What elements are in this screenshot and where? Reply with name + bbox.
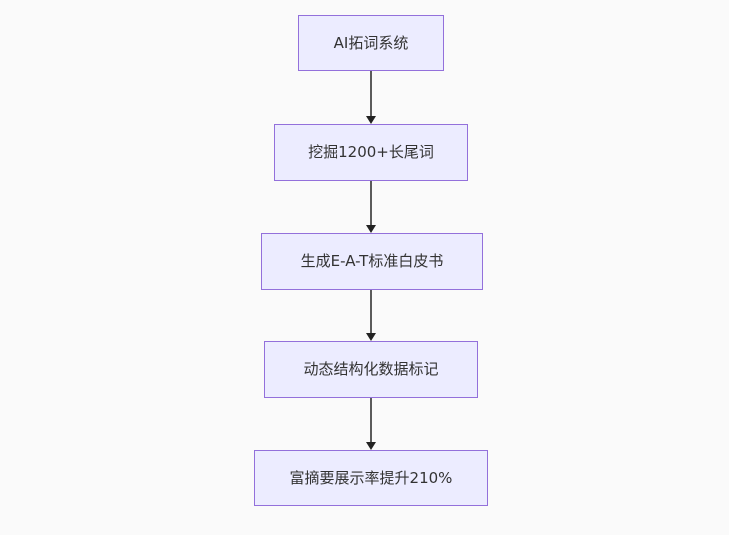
- flow-node-ai-keyword-system: AI拓词系统: [298, 15, 444, 71]
- node-label: 生成E-A-T标准白皮书: [300, 252, 444, 270]
- arrowhead-down-icon: [366, 116, 376, 124]
- flow-edge-3: [364, 290, 378, 341]
- arrowhead-down-icon: [366, 225, 376, 233]
- node-label: 富摘要展示率提升210%: [289, 468, 453, 487]
- flow-node-longtail-mining: 挖掘1200+长尾词: [274, 124, 468, 181]
- edge-line: [370, 181, 372, 226]
- arrowhead-down-icon: [366, 442, 376, 450]
- edge-line: [370, 290, 372, 334]
- flow-edge-1: [364, 71, 378, 124]
- node-label: AI拓词系统: [333, 33, 409, 52]
- flow-node-structured-data: 动态结构化数据标记: [264, 341, 478, 398]
- arrowhead-down-icon: [366, 333, 376, 341]
- edge-line: [370, 71, 372, 117]
- flow-node-rich-snippet-result: 富摘要展示率提升210%: [254, 450, 488, 506]
- node-label: 挖掘1200+长尾词: [308, 143, 434, 161]
- flow-node-eat-whitepaper: 生成E-A-T标准白皮书: [261, 233, 483, 290]
- edge-line: [370, 398, 372, 443]
- flow-edge-4: [364, 398, 378, 450]
- flow-edge-2: [364, 181, 378, 233]
- node-label: 动态结构化数据标记: [303, 360, 439, 378]
